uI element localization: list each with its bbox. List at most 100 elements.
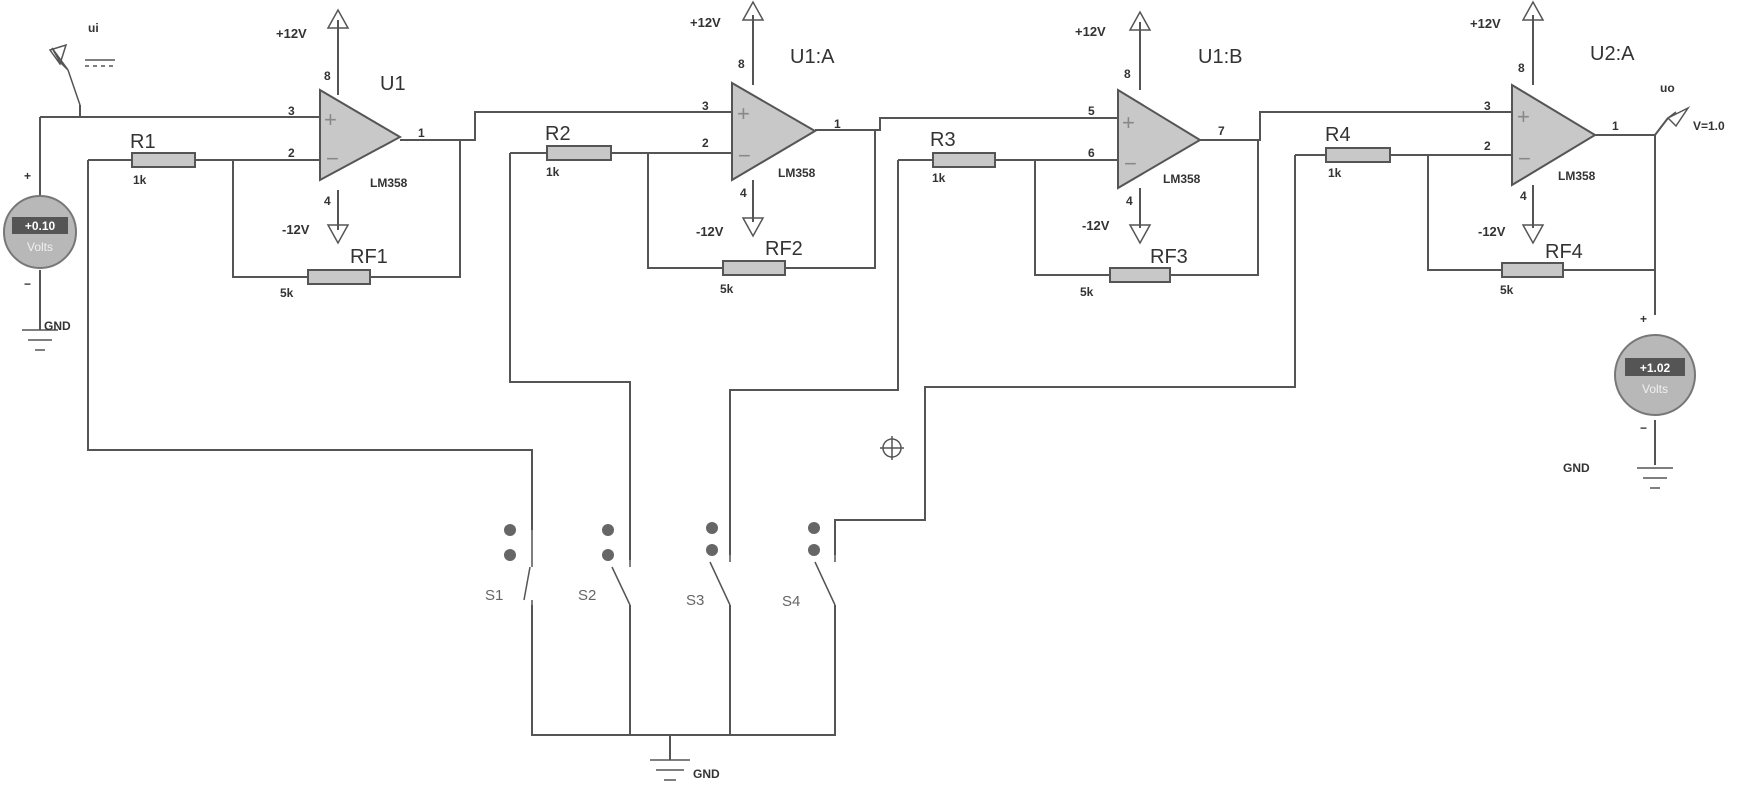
- u2a-pin-out: 1: [1612, 119, 1619, 133]
- u2a-vpos: +12V: [1470, 16, 1501, 31]
- u1b-pin-inv: 6: [1088, 146, 1095, 160]
- svg-text:−: −: [326, 146, 339, 171]
- input-terminal[interactable]: ui: [48, 21, 115, 106]
- resistor-r2[interactable]: R2 1k: [545, 123, 612, 179]
- u2a-pin-4: 4: [1520, 189, 1527, 203]
- output-voltmeter[interactable]: +1.02 Volts + −: [1614, 312, 1696, 435]
- u1b-vneg: -12V: [1082, 218, 1110, 233]
- output-ground: GND: [1563, 461, 1673, 489]
- rf1-ref: RF1: [350, 246, 388, 268]
- output-meter-value: +1.02: [1640, 361, 1671, 375]
- resistor-r1[interactable]: R1 1k: [130, 131, 196, 187]
- opamp-u1a[interactable]: + − U1:A LM358 3 2 1 8 4 +12V -12V: [690, 0, 841, 239]
- u2a-model: LM358: [1558, 169, 1596, 183]
- s2-ref: S2: [578, 587, 596, 604]
- u1-vpos: +12V: [276, 26, 307, 41]
- u1a-pin-out: 1: [834, 117, 841, 131]
- r3-ref: R3: [930, 129, 956, 151]
- svg-text:+: +: [737, 101, 750, 126]
- switch-s2[interactable]: S2: [578, 524, 631, 606]
- input-label: ui: [88, 21, 99, 35]
- r2-value: 1k: [546, 165, 560, 179]
- rf2-value: 5k: [720, 282, 734, 296]
- u2a-pin-inv: 2: [1484, 139, 1491, 153]
- input-gnd-label: GND: [44, 319, 71, 333]
- switch-s3[interactable]: S3: [686, 522, 731, 609]
- u1b-ref: U1:B: [1198, 46, 1242, 68]
- output-probe: V=1.0: [1693, 119, 1725, 133]
- input-meter-value: +0.10: [25, 219, 56, 233]
- switch-gnd-label: GND: [693, 767, 720, 781]
- u2a-pin-noninv: 3: [1484, 99, 1491, 113]
- r4-value: 1k: [1328, 166, 1342, 180]
- u1a-vneg: -12V: [696, 224, 724, 239]
- rf3-value: 5k: [1080, 285, 1094, 299]
- rf2-ref: RF2: [765, 238, 803, 260]
- input-ground: GND: [22, 319, 71, 351]
- u1b-vpos: +12V: [1075, 24, 1106, 39]
- u1-pin-4: 4: [324, 194, 331, 208]
- r1-value: 1k: [133, 173, 147, 187]
- r1-ref: R1: [130, 131, 156, 153]
- u1-pin-inv: 2: [288, 146, 295, 160]
- output-terminal[interactable]: uo V=1.0: [1660, 81, 1725, 133]
- u1a-pin-noninv: 3: [702, 99, 709, 113]
- u1b-pin-8: 8: [1124, 67, 1131, 81]
- u1a-vpos: +12V: [690, 15, 721, 30]
- resistor-r4[interactable]: R4 1k: [1325, 124, 1391, 180]
- u1-pin-8: 8: [324, 69, 331, 83]
- resistor-rf3[interactable]: RF3 5k: [1080, 246, 1188, 299]
- input-meter-plus: +: [24, 169, 31, 183]
- output-meter-minus: −: [1640, 421, 1647, 435]
- s3-ref: S3: [686, 592, 704, 609]
- u1-vneg: -12V: [282, 222, 310, 237]
- u1b-model: LM358: [1163, 172, 1201, 186]
- u1b-pin-noninv: 5: [1088, 104, 1095, 118]
- svg-text:−: −: [1518, 146, 1531, 171]
- u1b-pin-out: 7: [1218, 124, 1225, 138]
- input-meter-unit: Volts: [27, 240, 53, 254]
- resistor-rf1[interactable]: RF1 5k: [280, 246, 388, 300]
- input-voltmeter[interactable]: +0.10 Volts + −: [3, 169, 77, 291]
- switch-s1[interactable]: S1: [485, 524, 533, 605]
- u1a-ref: U1:A: [790, 46, 835, 68]
- svg-text:−: −: [738, 143, 751, 168]
- rf4-value: 5k: [1500, 283, 1514, 297]
- svg-text:+: +: [1122, 110, 1135, 135]
- input-meter-minus: −: [24, 277, 31, 291]
- u1a-model: LM358: [778, 166, 816, 180]
- u1-model: LM358: [370, 176, 408, 190]
- s1-ref: S1: [485, 587, 503, 604]
- output-meter-unit: Volts: [1642, 382, 1668, 396]
- cursor-crosshair-icon: [880, 436, 904, 460]
- svg-text:−: −: [1124, 151, 1137, 176]
- switch-s4[interactable]: S4: [782, 522, 836, 610]
- output-meter-plus: +: [1640, 312, 1647, 326]
- svg-text:+: +: [1517, 104, 1530, 129]
- switch-ground: GND: [650, 759, 720, 781]
- resistor-rf2[interactable]: RF2 5k: [720, 238, 803, 296]
- u2a-vneg: -12V: [1478, 224, 1506, 239]
- svg-text:+: +: [324, 107, 337, 132]
- u1-pin-noninv: 3: [288, 104, 295, 118]
- r3-value: 1k: [932, 171, 946, 185]
- rf3-ref: RF3: [1150, 246, 1188, 268]
- opamp-u2a[interactable]: + − U2:A LM358 3 2 1 8 4 +12V -12V: [1470, 0, 1635, 245]
- rf4-ref: RF4: [1545, 241, 1583, 263]
- wires: [39, 105, 1669, 760]
- u2a-ref: U2:A: [1590, 43, 1635, 65]
- u1a-pin-8: 8: [738, 57, 745, 71]
- r2-ref: R2: [545, 123, 571, 145]
- output-gnd-label: GND: [1563, 461, 1590, 475]
- u2a-pin-8: 8: [1518, 61, 1525, 75]
- s4-ref: S4: [782, 593, 800, 610]
- opamp-u1[interactable]: + − U1 LM358 3 2 1 8 4 +12V -12V: [276, 8, 425, 245]
- rf1-value: 5k: [280, 286, 294, 300]
- resistor-rf4[interactable]: RF4 5k: [1500, 241, 1583, 297]
- opamp-u1b[interactable]: + − U1:B LM358 5 6 7 8 4 +12V -12V: [1075, 10, 1242, 245]
- resistor-r3[interactable]: R3 1k: [930, 129, 996, 185]
- u1-pin-out: 1: [418, 126, 425, 140]
- u1a-pin-inv: 2: [702, 136, 709, 150]
